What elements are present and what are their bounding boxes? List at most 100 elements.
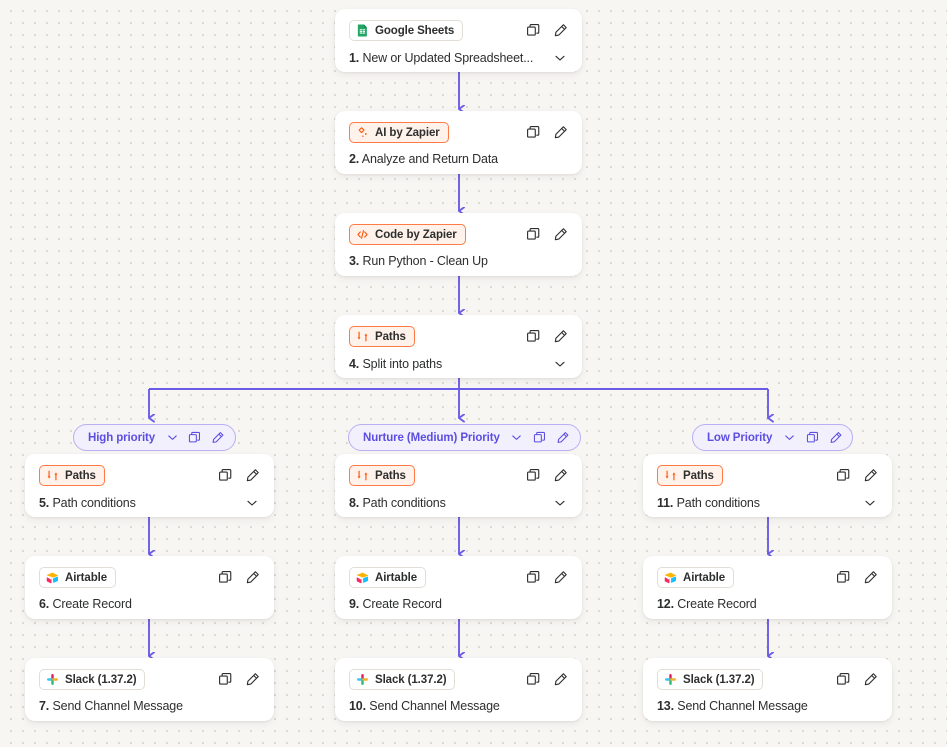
copy-icon[interactable] <box>217 570 233 586</box>
app-badge-paths[interactable]: Paths <box>349 465 415 486</box>
step-label: Send Channel Message <box>369 699 500 713</box>
pencil-edit-icon[interactable] <box>862 468 878 484</box>
pencil-edit-icon[interactable] <box>552 570 568 586</box>
app-badge-slack[interactable]: Slack (1.37.2) <box>657 669 764 690</box>
chevron-down-icon[interactable] <box>164 430 180 446</box>
copy-icon[interactable] <box>187 430 203 446</box>
workflow-node-step-5[interactable]: Paths 5. Path conditions <box>25 454 274 517</box>
workflow-node-step-4[interactable]: Paths 4. Split <box>335 315 582 378</box>
step-label: Create Record <box>677 597 757 611</box>
pencil-edit-icon[interactable] <box>552 672 568 688</box>
path-label-high-priority[interactable]: High priority <box>73 424 237 451</box>
step-label: Path conditions <box>362 496 446 510</box>
app-badge-label: AI by Zapier <box>375 126 440 139</box>
copy-icon[interactable] <box>525 23 541 39</box>
step-number: 10. <box>349 699 366 713</box>
app-badge-slack[interactable]: Slack (1.37.2) <box>39 669 146 690</box>
workflow-node-step-8[interactable]: Paths 8. Path conditions <box>335 454 582 517</box>
workflow-node-step-11[interactable]: Paths 11. Path conditions <box>643 454 892 517</box>
paths-icon <box>356 330 369 343</box>
step-title: 1. New or Updated Spreadsheet... <box>349 51 533 65</box>
path-label-low-priority[interactable]: Low Priority <box>692 424 854 451</box>
workflow-node-step-7[interactable]: Slack (1.37.2) 7. Send Chan <box>25 658 274 721</box>
app-badge-airtable[interactable]: Airtable <box>349 567 427 588</box>
app-badge-paths[interactable]: Paths <box>349 326 415 347</box>
workflow-node-step-2[interactable]: AI by Zapier 2. <box>335 111 582 174</box>
app-badge-slack[interactable]: Slack (1.37.2) <box>349 669 456 690</box>
copy-icon[interactable] <box>217 468 233 484</box>
node-footer: 10. Send Channel Message <box>349 699 568 713</box>
chevron-down-icon[interactable] <box>781 430 797 446</box>
node-actions <box>525 329 568 345</box>
app-badge-ai-by-zapier[interactable]: AI by Zapier <box>349 122 449 143</box>
pencil-edit-icon[interactable] <box>244 672 260 688</box>
node-actions <box>835 672 878 688</box>
pencil-edit-icon[interactable] <box>827 430 843 446</box>
node-header: Slack (1.37.2) <box>39 669 260 690</box>
node-footer: 4. Split into paths <box>349 356 568 372</box>
pencil-edit-icon[interactable] <box>555 430 571 446</box>
copy-icon[interactable] <box>525 125 541 141</box>
workflow-node-step-10[interactable]: Slack (1.37.2) 10. Send Cha <box>335 658 582 721</box>
chevron-down-icon[interactable] <box>552 356 568 372</box>
step-number: 1. <box>349 51 360 65</box>
copy-icon[interactable] <box>525 570 541 586</box>
workflow-node-step-9[interactable]: Airtable 9. Create Record <box>335 556 582 619</box>
node-header: Paths <box>657 465 878 486</box>
pencil-edit-icon[interactable] <box>862 672 878 688</box>
node-footer: 6. Create Record <box>39 597 260 611</box>
ai-by-zapier-icon <box>356 126 369 139</box>
step-label: Run Python - Clean Up <box>362 254 488 268</box>
app-badge-airtable[interactable]: Airtable <box>657 567 735 588</box>
node-header: Paths <box>349 465 568 486</box>
node-header: Slack (1.37.2) <box>349 669 568 690</box>
step-number: 3. <box>349 254 360 268</box>
pencil-edit-icon[interactable] <box>244 468 260 484</box>
path-label-nurture-medium-priority[interactable]: Nurture (Medium) Priority <box>348 424 581 451</box>
workflow-node-step-12[interactable]: Airtable 12. Create Record <box>643 556 892 619</box>
pencil-edit-icon[interactable] <box>244 570 260 586</box>
app-badge-paths[interactable]: Paths <box>39 465 105 486</box>
chevron-down-icon[interactable] <box>552 495 568 511</box>
workflow-node-step-3[interactable]: Code by Zapier 3. <box>335 213 582 276</box>
workflow-node-step-13[interactable]: Slack (1.37.2) 13. Send Cha <box>643 658 892 721</box>
pencil-edit-icon[interactable] <box>552 329 568 345</box>
copy-icon[interactable] <box>217 672 233 688</box>
step-label: Analyze and Return Data <box>361 152 498 166</box>
pencil-edit-icon[interactable] <box>552 468 568 484</box>
copy-icon[interactable] <box>804 430 820 446</box>
chevron-down-icon[interactable] <box>509 430 525 446</box>
pencil-edit-icon[interactable] <box>210 430 226 446</box>
workflow-node-step-1[interactable]: Google Sheets 1. <box>335 9 582 72</box>
node-header: Airtable <box>39 567 260 588</box>
step-title: 11. Path conditions <box>657 496 760 510</box>
node-header: Code by Zapier <box>349 224 568 245</box>
copy-icon[interactable] <box>835 672 851 688</box>
copy-icon[interactable] <box>525 468 541 484</box>
copy-icon[interactable] <box>835 570 851 586</box>
paths-icon <box>46 469 59 482</box>
copy-icon[interactable] <box>525 672 541 688</box>
node-actions <box>525 468 568 484</box>
node-footer: 9. Create Record <box>349 597 568 611</box>
step-title: 3. Run Python - Clean Up <box>349 254 488 268</box>
chevron-down-icon[interactable] <box>244 495 260 511</box>
app-badge-code-by-zapier[interactable]: Code by Zapier <box>349 224 466 245</box>
node-actions <box>525 23 568 39</box>
step-label: Path conditions <box>676 496 760 510</box>
app-badge-google-sheets[interactable]: Google Sheets <box>349 20 464 41</box>
app-badge-paths[interactable]: Paths <box>657 465 723 486</box>
chevron-down-icon[interactable] <box>862 495 878 511</box>
pencil-edit-icon[interactable] <box>552 227 568 243</box>
pencil-edit-icon[interactable] <box>862 570 878 586</box>
copy-icon[interactable] <box>525 329 541 345</box>
copy-icon[interactable] <box>835 468 851 484</box>
copy-icon[interactable] <box>525 227 541 243</box>
app-badge-airtable[interactable]: Airtable <box>39 567 117 588</box>
workflow-node-step-6[interactable]: Airtable 6. Create Record <box>25 556 274 619</box>
copy-icon[interactable] <box>532 430 548 446</box>
pencil-edit-icon[interactable] <box>552 125 568 141</box>
pencil-edit-icon[interactable] <box>552 23 568 39</box>
chevron-down-icon[interactable] <box>552 50 568 66</box>
